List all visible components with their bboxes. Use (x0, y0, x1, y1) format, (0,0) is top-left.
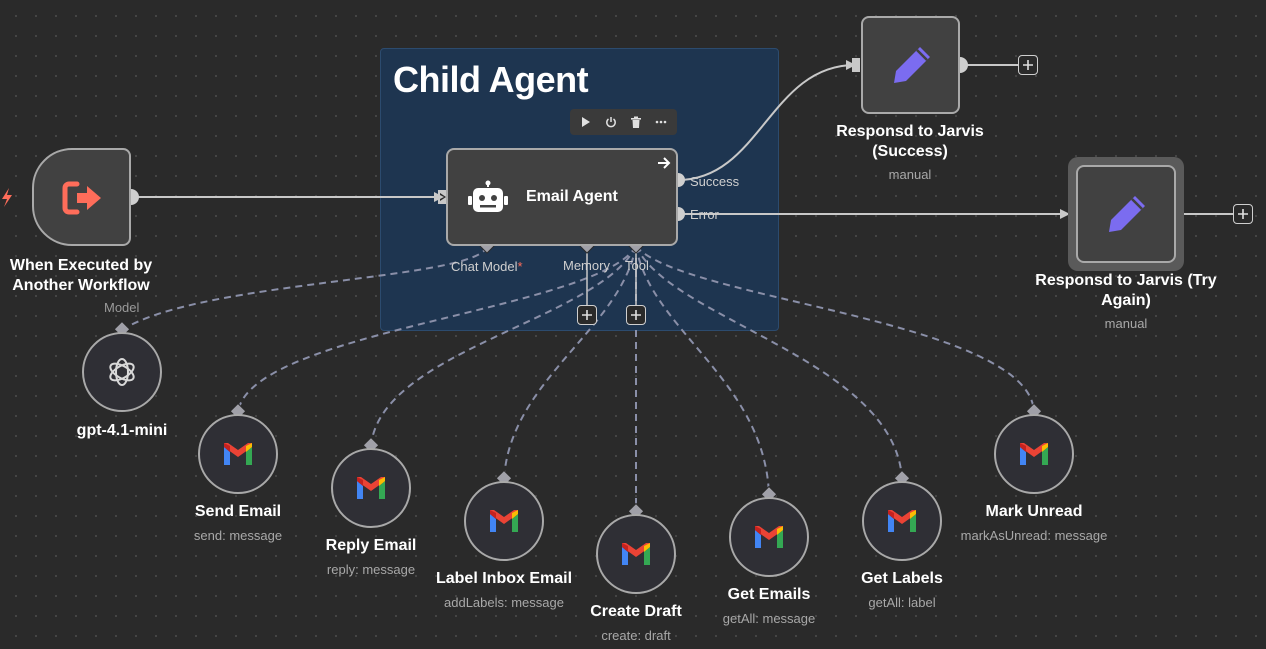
tool-node-subtitle: reply: message (326, 562, 416, 577)
trash-icon[interactable] (627, 113, 645, 131)
gpt-model-node[interactable] (82, 332, 162, 412)
respond-retry-name: Responsd to Jarvis (Try Again) (1035, 272, 1217, 309)
tool-node-name: Get Emails (727, 586, 811, 603)
memory-port-label: Memory (563, 258, 610, 273)
gmail-tool-node[interactable] (729, 497, 809, 577)
respond-success-add-button[interactable] (1018, 55, 1038, 75)
play-icon[interactable] (577, 113, 595, 131)
node-toolbar (570, 109, 677, 135)
add-tool-button[interactable] (626, 305, 646, 325)
sticky-note-title: Child Agent (393, 59, 589, 100)
gmail-tool-node[interactable] (862, 481, 942, 561)
gmail-icon (355, 475, 387, 501)
gmail-icon (620, 541, 652, 567)
respond-success-node[interactable] (861, 16, 960, 114)
gmail-tool-node[interactable] (464, 481, 544, 561)
edge-tool-reply (370, 245, 637, 447)
more-icon[interactable] (652, 113, 670, 131)
edge-tool-label (503, 245, 637, 480)
tool-node-name: Create Draft (590, 603, 682, 620)
tool-node-name: Mark Unread (985, 503, 1083, 520)
arrow-right-icon (658, 157, 671, 169)
edge-tool-send (237, 245, 637, 413)
tool-node-subtitle: create: draft (601, 628, 671, 643)
tool-node-subtitle: addLabels: message (444, 595, 564, 610)
chat-model-port-label: Chat Model* (451, 259, 523, 274)
respond-retry-node[interactable] (1076, 165, 1176, 263)
gmail-tool-node[interactable] (596, 514, 676, 594)
agent-node-name: Email Agent (526, 188, 618, 205)
model-port-label: Model (104, 300, 140, 315)
respond-success-name: Responsd to Jarvis (Success) (836, 123, 984, 160)
tool-node-subtitle: getAll: message (722, 611, 816, 626)
trigger-node-name: When Executed by Another Workflow (9, 257, 153, 294)
robot-icon (468, 180, 508, 212)
gmail-icon (886, 508, 918, 534)
gmail-icon (753, 524, 785, 550)
trigger-node[interactable] (32, 148, 131, 246)
gmail-tool-node[interactable] (331, 448, 411, 528)
respond-success-subtitle: manual (888, 167, 932, 182)
trigger-bolt-icon (2, 188, 12, 207)
error-output-label: Error (690, 207, 719, 222)
edge-tool-get-emails (635, 245, 770, 496)
tool-node-subtitle: markAsUnread: message (960, 528, 1108, 543)
edge-tool-get-labels (635, 245, 903, 480)
pencil-icon (894, 47, 930, 83)
tool-node-subtitle: getAll: label (868, 595, 936, 610)
respond-retry-add-button[interactable] (1233, 204, 1253, 224)
exit-icon (62, 181, 101, 215)
edge-tool-mark-unread (635, 245, 1035, 413)
respond-retry-subtitle: manual (1104, 316, 1148, 331)
tool-node-subtitle: send: message (193, 528, 283, 543)
power-icon[interactable] (602, 113, 620, 131)
tool-node-name: Reply Email (325, 537, 417, 554)
gmail-icon (1018, 441, 1050, 467)
gmail-icon (222, 441, 254, 467)
gmail-tool-node[interactable] (198, 414, 278, 494)
success-output-label: Success (690, 174, 740, 189)
tool-node-name: Send Email (194, 503, 282, 520)
openai-icon (109, 358, 135, 386)
edge-model (121, 245, 488, 331)
tool-node-name: Get Labels (861, 570, 943, 587)
gpt-model-name: gpt-4.1-mini (76, 422, 168, 439)
gmail-icon (488, 508, 520, 534)
tool-node-name: Label Inbox Email (435, 570, 573, 587)
pencil-icon (1109, 196, 1145, 232)
email-agent-node[interactable]: Email Agent (446, 148, 678, 246)
add-memory-button[interactable] (577, 305, 597, 325)
gmail-tool-node[interactable] (994, 414, 1074, 494)
tool-port-label: Tool (625, 258, 649, 273)
edge-success-to-respond (677, 64, 856, 181)
